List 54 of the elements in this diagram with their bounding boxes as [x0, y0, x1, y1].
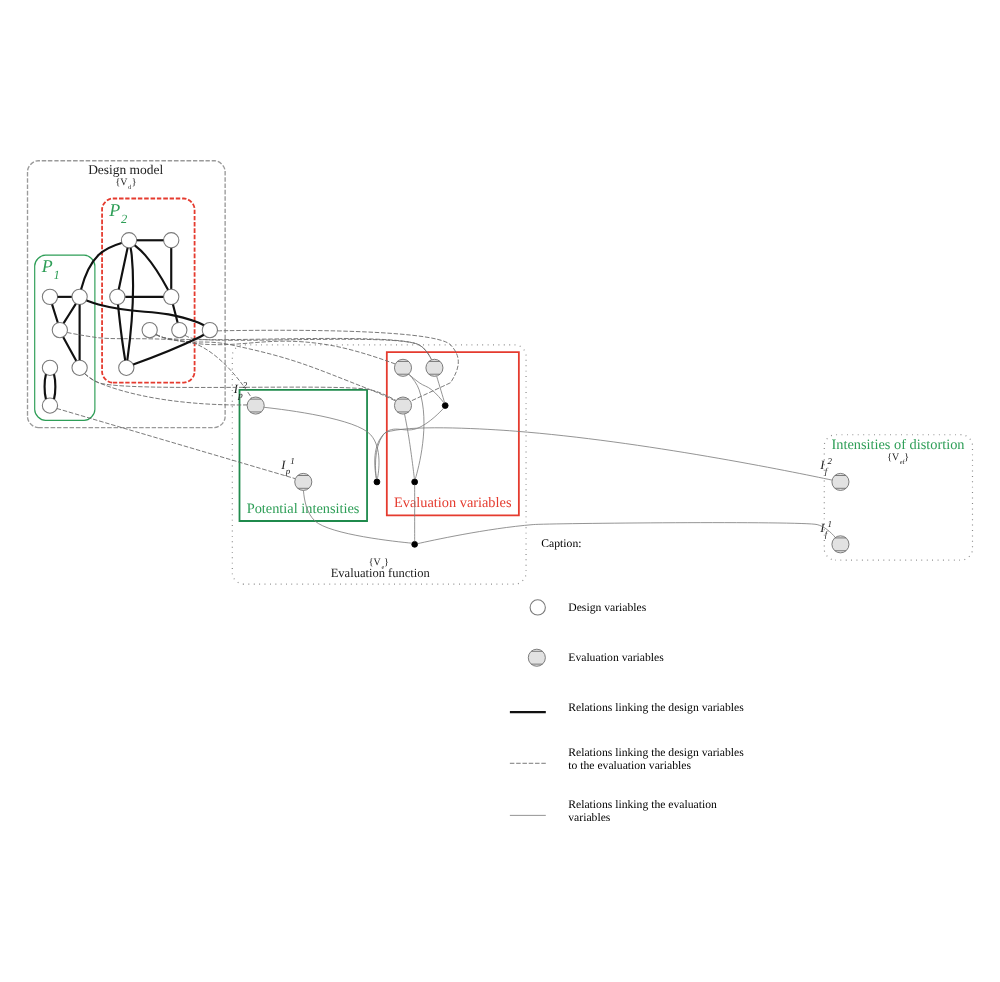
node-circle [71, 359, 88, 376]
connector [375, 427, 833, 481]
connector [171, 304, 179, 323]
connector [84, 373, 248, 406]
connector [408, 373, 445, 404]
connector [80, 241, 122, 290]
node-dot [441, 402, 449, 409]
connector [86, 299, 205, 327]
connector [136, 239, 164, 242]
connector [117, 247, 129, 290]
connector [132, 333, 205, 366]
node-circle [163, 232, 180, 249]
connector [404, 413, 415, 480]
connector [436, 375, 445, 404]
connector [62, 336, 78, 362]
node-circle [41, 359, 59, 376]
connector [84, 373, 397, 401]
connector [263, 406, 380, 480]
connector [134, 244, 169, 291]
cluster: P$_{2}$ [101, 197, 196, 384]
connector [374, 407, 445, 480]
connector [126, 247, 135, 361]
connector [125, 295, 164, 298]
connector [57, 295, 72, 298]
node-circle [171, 321, 188, 339]
connector [217, 329, 459, 402]
connector [78, 304, 81, 361]
node-dot [373, 478, 381, 486]
connector [51, 304, 59, 323]
node-circle [71, 288, 88, 306]
node-circle [41, 288, 59, 306]
connector [56, 408, 296, 480]
connector [414, 484, 416, 542]
connector [43, 374, 47, 400]
node-circle [163, 288, 180, 306]
node-circle [51, 321, 69, 339]
connector [408, 373, 425, 480]
connector [52, 374, 57, 400]
connector [116, 304, 127, 361]
connector [155, 334, 397, 402]
connector [170, 248, 173, 289]
node-circle [141, 321, 158, 339]
node-dot [411, 540, 419, 548]
node-circle [120, 232, 138, 249]
node-circle [109, 288, 126, 306]
connector [417, 522, 836, 545]
node-circle [118, 359, 135, 376]
cluster: P$_{1}$ [34, 254, 96, 421]
connector [62, 303, 77, 324]
node-dot [411, 478, 419, 486]
connector [66, 332, 253, 399]
connector [303, 490, 413, 544]
node-circle [201, 321, 219, 339]
node-circle [41, 397, 59, 414]
